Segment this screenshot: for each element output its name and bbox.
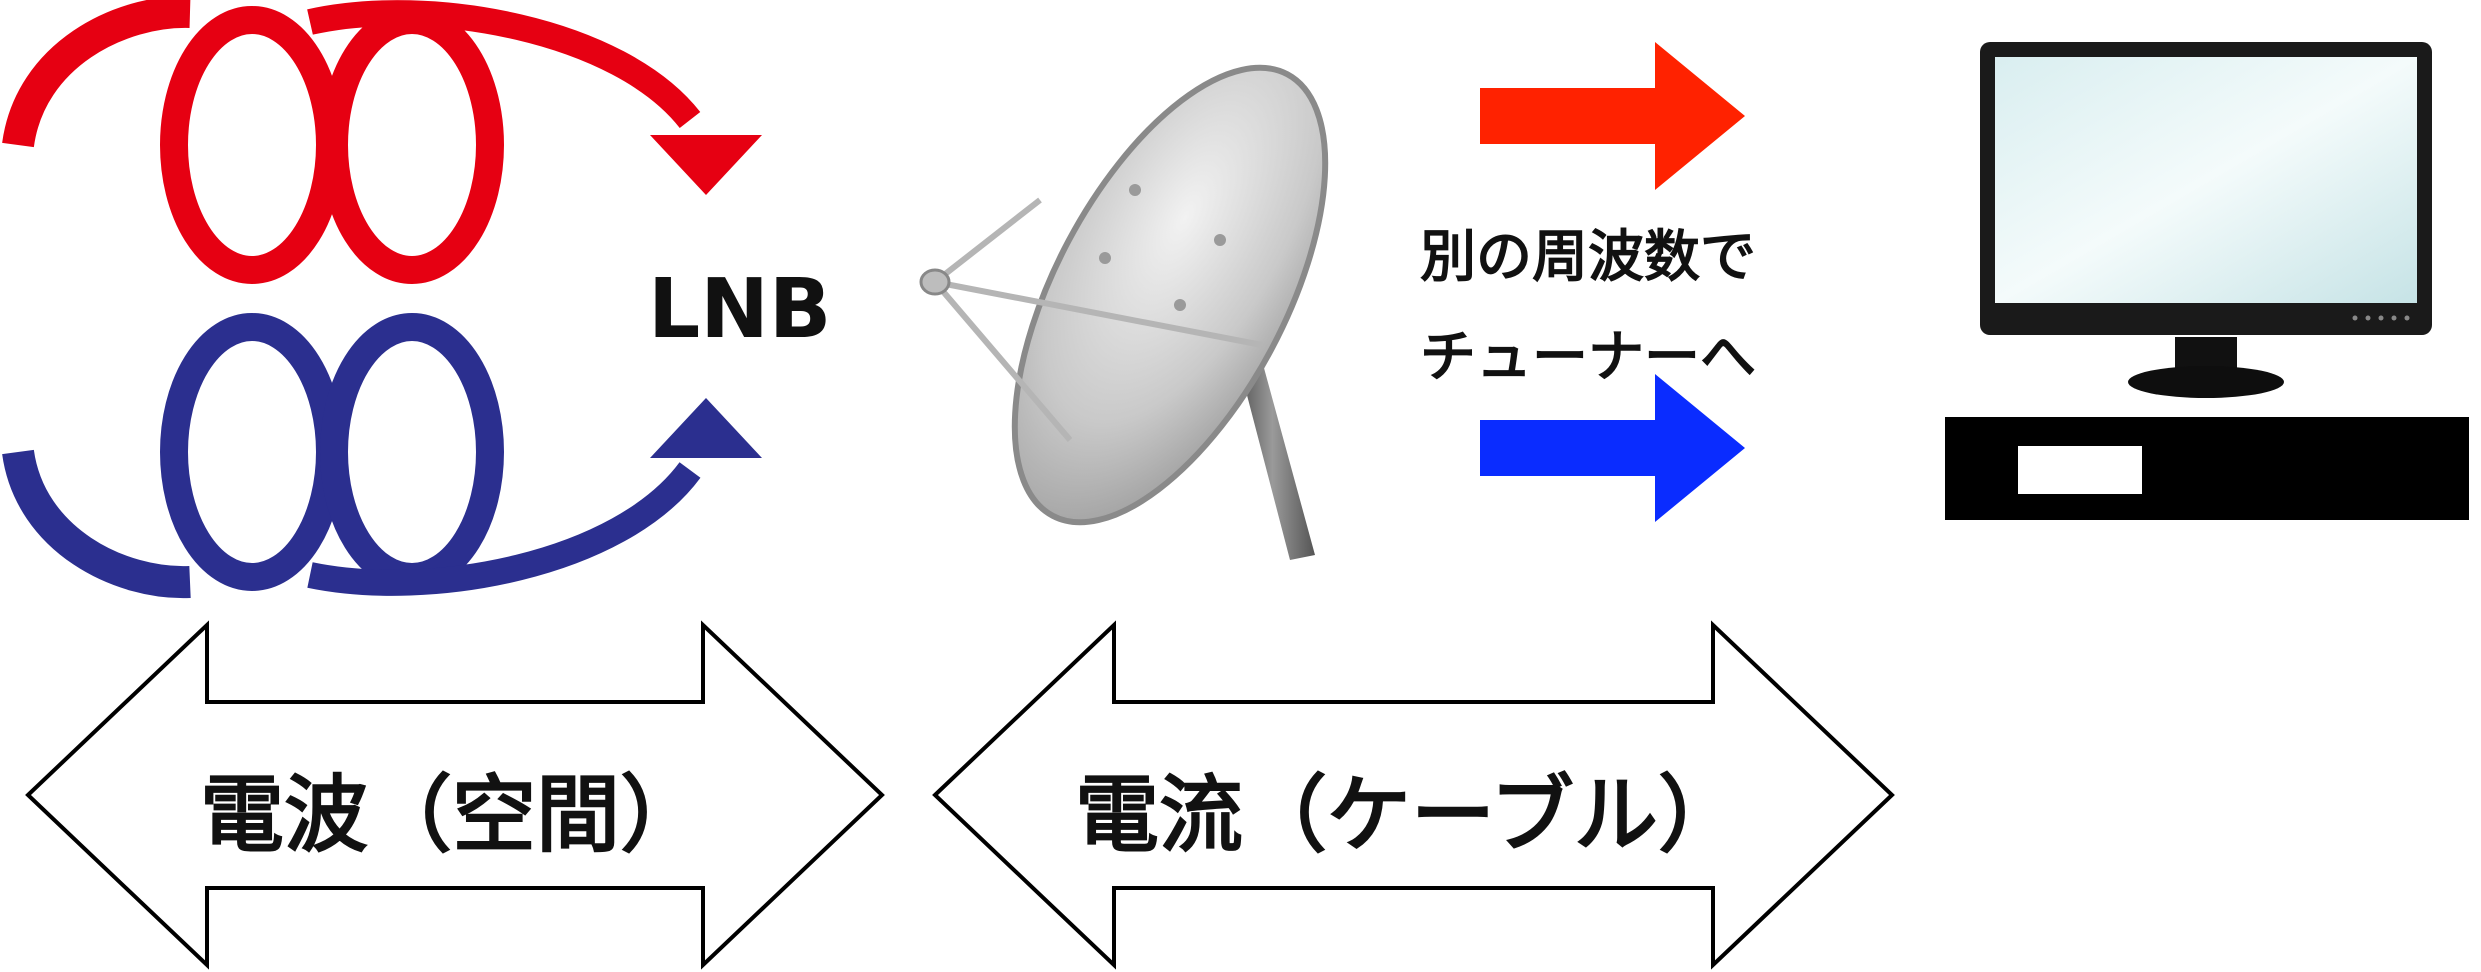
- radio-wave-space-label: 電波（空間）: [200, 766, 705, 864]
- space-double-arrow: [25, 620, 885, 970]
- blue-polarized-wave-icon: [2, 313, 762, 599]
- red-polarized-wave-icon: [2, 0, 762, 284]
- cable-double-arrow: [932, 620, 1895, 970]
- lnb-label: LNB: [648, 262, 832, 357]
- frequency-caption-line1: 別の周波数で: [1420, 225, 1756, 290]
- tv-monitor-icon: [1980, 42, 2432, 398]
- current-cable-label: 電流（ケーブル）: [1075, 766, 1742, 864]
- frequency-caption-line2: チューナーへ: [1420, 325, 1756, 390]
- red-signal-arrow-icon: [1480, 42, 1745, 190]
- blue-signal-arrow-icon: [1480, 374, 1745, 522]
- satellite-dish-icon: [919, 64, 1329, 560]
- tuner-box-icon: [1945, 417, 2469, 520]
